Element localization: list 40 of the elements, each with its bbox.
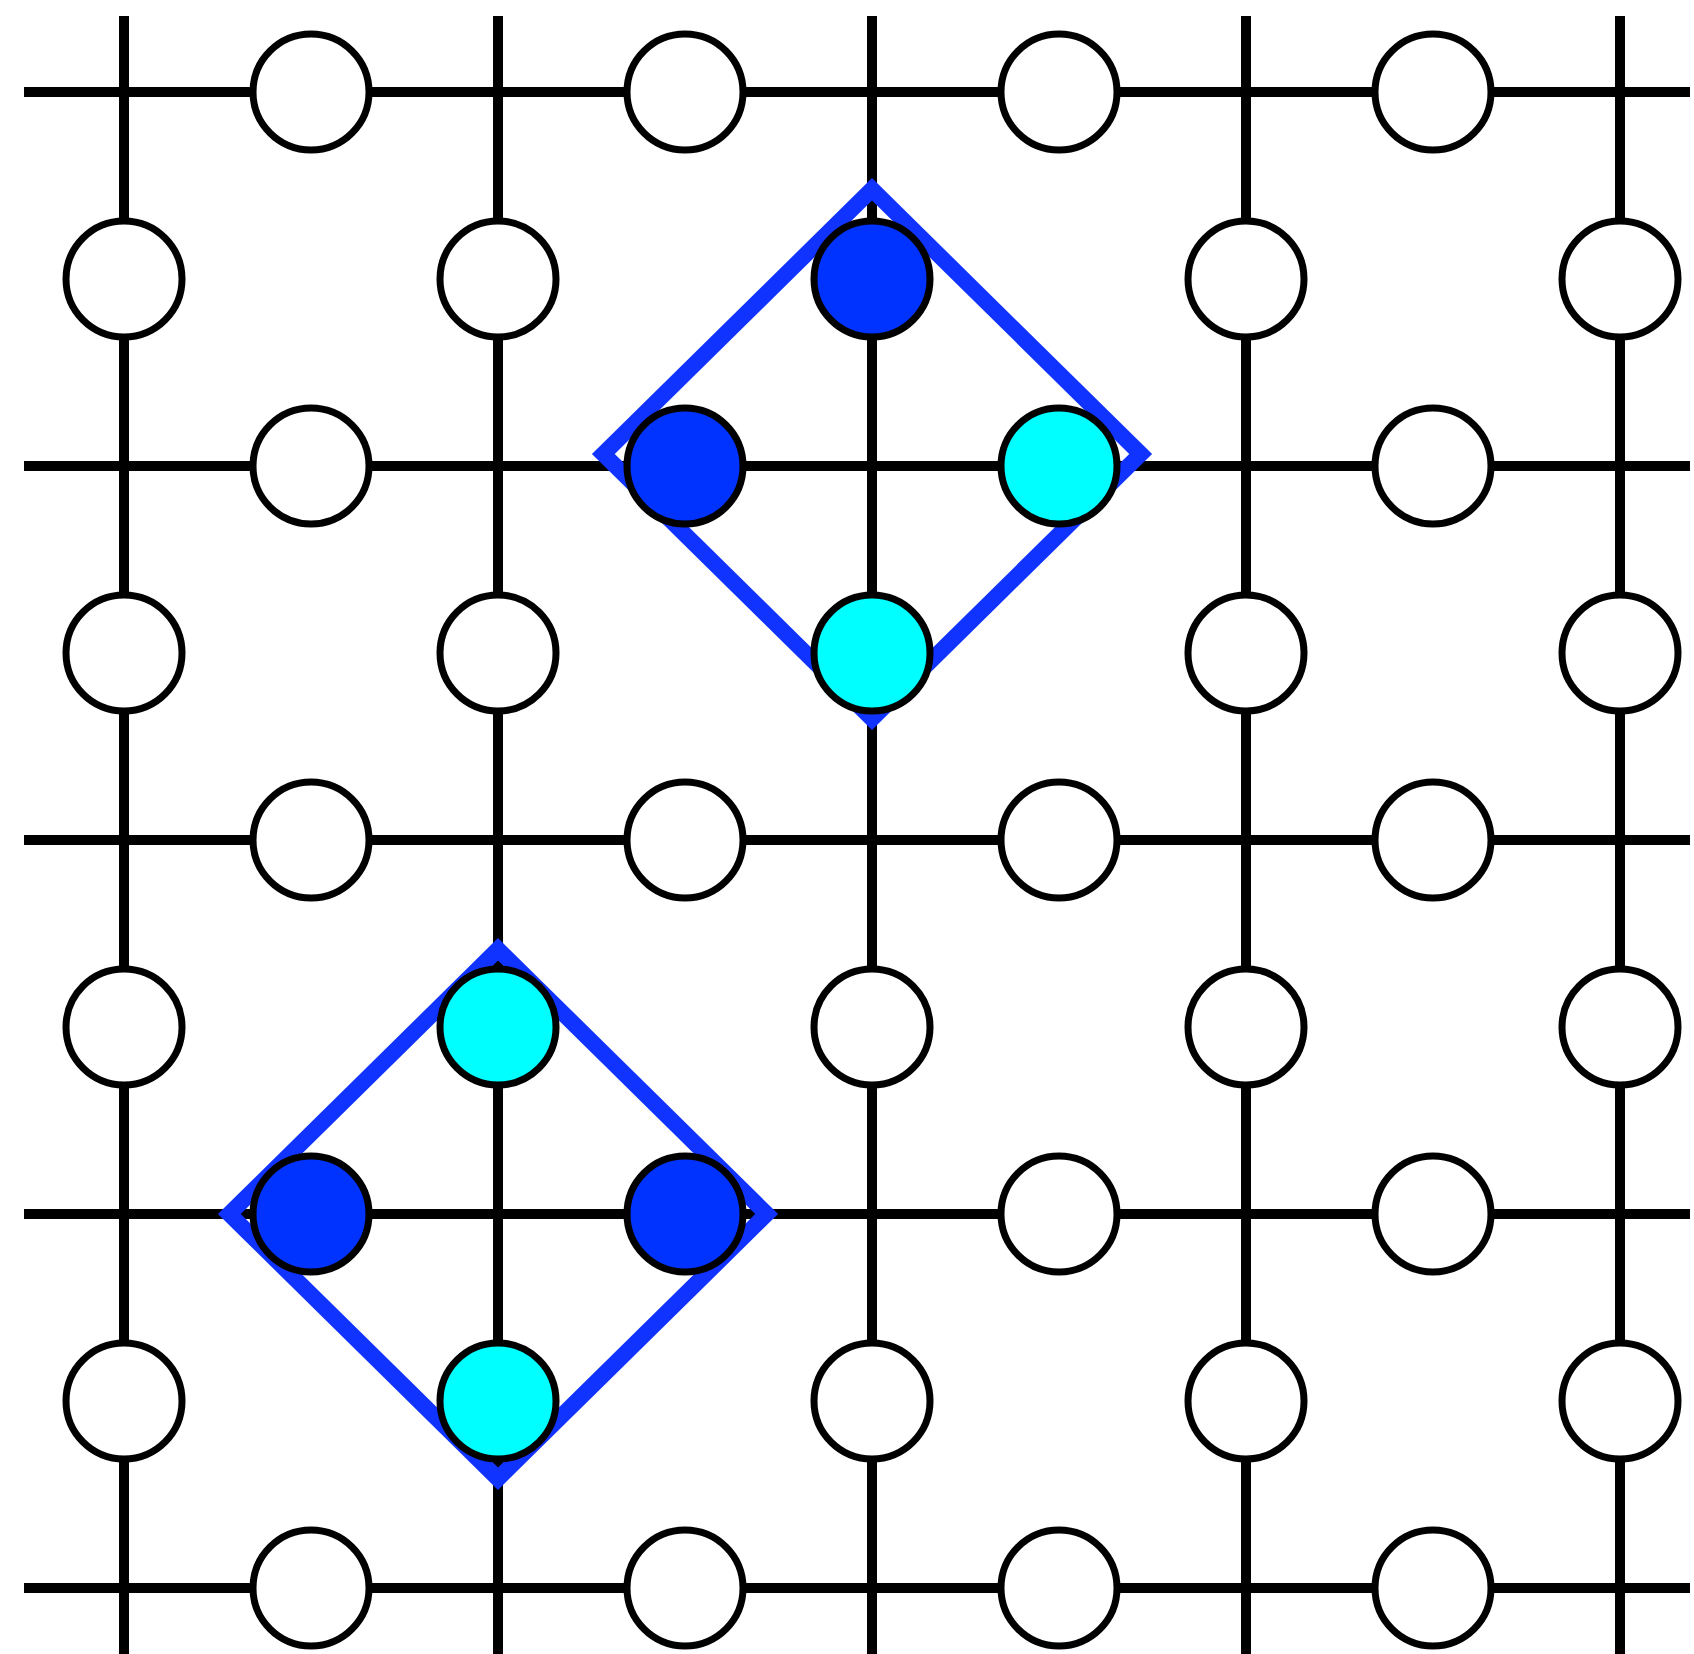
- site-circle: [249, 404, 373, 528]
- site-circle: [997, 1526, 1121, 1650]
- site-circle: [1558, 1339, 1682, 1463]
- site-circle: [623, 778, 747, 902]
- site-circle: [1371, 778, 1495, 902]
- site-circle: [62, 217, 186, 341]
- site-circle: [1371, 1152, 1495, 1276]
- site-circle: [997, 30, 1121, 154]
- site-circle: [436, 1339, 560, 1463]
- site-circle: [62, 591, 186, 715]
- site-circle: [1558, 965, 1682, 1089]
- site-circle: [1558, 217, 1682, 341]
- site-circle: [1184, 965, 1308, 1089]
- site-circle: [1558, 591, 1682, 715]
- site-circle: [623, 404, 747, 528]
- site-circle: [249, 778, 373, 902]
- site-circle: [436, 591, 560, 715]
- site-circle: [1184, 1339, 1308, 1463]
- site-circle: [62, 1339, 186, 1463]
- site-circle: [623, 1152, 747, 1276]
- site-circle: [623, 1526, 747, 1650]
- site-circle: [997, 404, 1121, 528]
- site-circle: [1184, 591, 1308, 715]
- site-circle: [997, 778, 1121, 902]
- site-circle: [1371, 30, 1495, 154]
- site-circle: [810, 965, 934, 1089]
- site-circle: [249, 30, 373, 154]
- site-circle: [436, 217, 560, 341]
- site-circle: [997, 1152, 1121, 1276]
- site-circle: [810, 591, 934, 715]
- site-circle: [1371, 1526, 1495, 1650]
- site-circle: [810, 1339, 934, 1463]
- site-circle: [436, 965, 560, 1089]
- site-circle: [810, 217, 934, 341]
- site-circle: [249, 1526, 373, 1650]
- site-circle: [249, 1152, 373, 1276]
- site-circle: [1184, 217, 1308, 341]
- site-circle: [1371, 404, 1495, 528]
- site-circle: [62, 965, 186, 1089]
- site-circle: [623, 30, 747, 154]
